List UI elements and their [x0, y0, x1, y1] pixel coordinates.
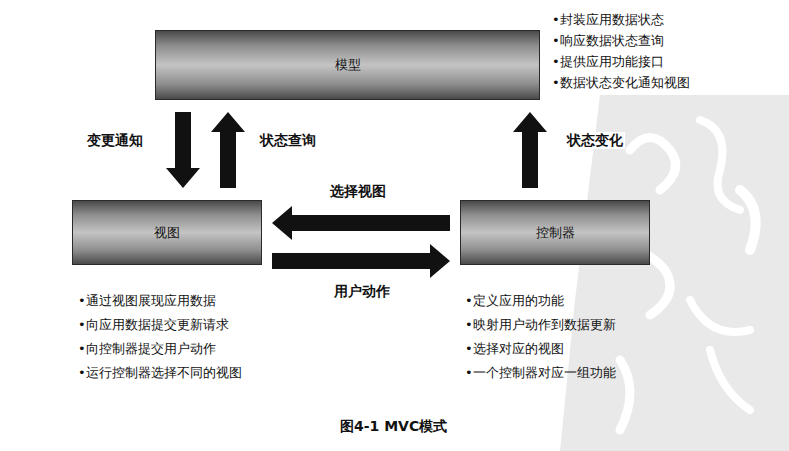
bullet-note: •提供应用功能接口: [552, 54, 664, 70]
bullet-note: •向应用数据提交更新请求: [78, 317, 229, 333]
bullet-note: •响应数据状态查询: [552, 33, 664, 49]
model-box: 模型: [155, 30, 540, 100]
block-arrow: [211, 112, 245, 188]
bullet-note: •运行控制器选择不同的视图: [78, 365, 242, 381]
controller-box: 控制器: [460, 200, 650, 265]
watermark-stroke: [740, 190, 756, 250]
arrow-label: 用户动作: [332, 283, 392, 300]
arrow-label: 变更通知: [85, 132, 145, 149]
bullet-note: •通过视图展现应用数据: [78, 293, 216, 309]
block-arrow: [513, 112, 547, 188]
watermark-ground: [560, 95, 789, 451]
block-arrow: [272, 244, 450, 278]
bullet-note: •映射用户动作到数据更新: [465, 317, 616, 333]
bullet-note: •定义应用的功能: [465, 293, 564, 309]
figure-caption: 图4-1 MVC模式: [340, 418, 447, 435]
arrow-label: 状态查询: [258, 132, 318, 149]
bullet-note: •数据状态变化通知视图: [552, 75, 690, 91]
watermark-stroke: [630, 138, 676, 191]
arrow-label: 选择视图: [328, 183, 388, 200]
block-arrow: [166, 112, 200, 188]
watermark-stroke: [690, 300, 750, 410]
bullet-note: •选择对应的视图: [465, 341, 564, 357]
node-label: 模型: [335, 56, 361, 74]
watermark-stroke: [620, 360, 630, 430]
bullet-note: •一个控制器对应一组功能: [465, 365, 616, 381]
arrow-label: 状态变化: [565, 132, 625, 149]
node-label: 视图: [154, 224, 180, 242]
bullet-note: •向控制器提交用户动作: [78, 341, 216, 357]
view-box: 视图: [72, 200, 262, 265]
watermark-stroke: [700, 120, 740, 210]
bullet-note: •封装应用数据状态: [552, 12, 664, 28]
node-label: 控制器: [536, 224, 575, 242]
block-arrow: [272, 206, 450, 240]
